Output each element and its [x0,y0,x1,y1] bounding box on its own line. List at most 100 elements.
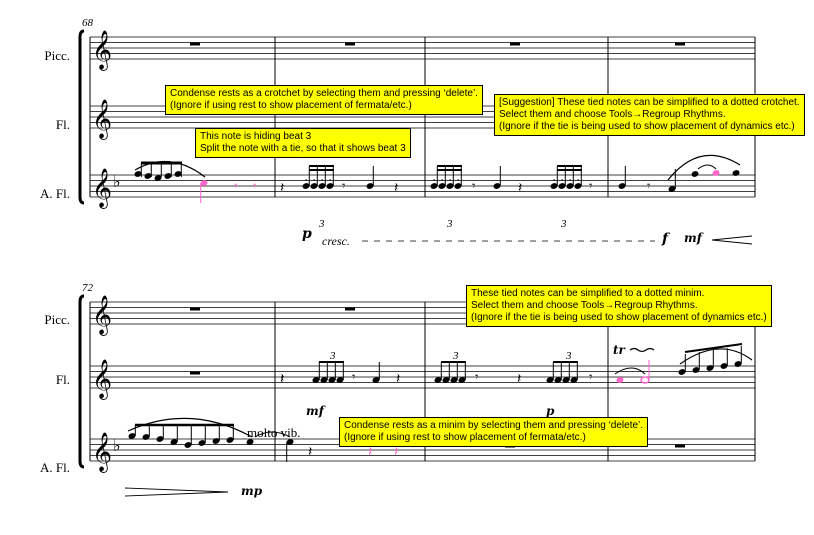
notehead[interactable] [692,366,701,374]
notehead[interactable] [691,170,700,178]
notehead[interactable] [200,179,209,187]
annotation-line: (Ignore if using rest to show placement … [170,100,412,111]
notes[interactable]: 𝄾𝄾𝄽𝄾𝄽𝄾𝄽𝄾𝄾𝄽𝄾𝄽𝄽𝄾𝄽𝄾𝄽𝄽𝄽 [124,42,753,497]
notehead[interactable] [454,182,463,190]
notehead[interactable] [336,376,345,384]
notehead[interactable] [558,182,567,190]
notehead[interactable] [434,376,443,384]
crotchet-rest-icon[interactable]: 𝄽 [518,180,522,196]
notehead[interactable] [320,376,329,384]
quaver-rest-icon[interactable]: 𝄾 [342,179,346,194]
notehead[interactable] [302,182,311,190]
quaver-rest-icon[interactable]: 𝄾 [589,370,593,385]
notehead[interactable] [458,376,467,384]
notehead[interactable] [164,172,173,180]
notehead[interactable] [144,172,153,180]
notehead[interactable] [566,182,575,190]
annotation-condense-crotchet[interactable]: Condense rests as a crotchet by selectin… [165,85,483,115]
notehead[interactable] [734,360,743,368]
crotchet-rest-icon[interactable]: 𝄽 [394,180,398,196]
notehead[interactable] [678,368,687,376]
notehead[interactable] [154,174,163,182]
notehead[interactable] [198,439,207,447]
notehead[interactable] [226,436,235,444]
annotation-line: Select them and choose Tools→Regroup Rhy… [499,109,726,120]
notehead[interactable] [372,376,381,384]
quaver-rest-icon[interactable]: 𝄾 [472,179,476,194]
notehead[interactable] [706,364,715,372]
notehead[interactable] [618,182,627,190]
diminuendo-hairpin [711,235,753,245]
cresc-text: cresc. [322,234,350,248]
system-bracket [78,29,85,205]
notehead[interactable] [156,435,165,443]
notehead[interactable] [450,376,459,384]
quaver-rest-icon[interactable]: 𝄾 [475,370,479,385]
notehead[interactable] [142,433,151,441]
crotchet-rest-icon[interactable]: 𝄽 [308,444,312,460]
notehead[interactable] [570,376,579,384]
whole-rest [675,444,685,448]
crotchet-rest-icon[interactable]: 𝄽 [280,180,284,196]
notehead[interactable] [438,182,447,190]
notehead[interactable] [493,182,502,190]
notehead[interactable] [720,362,729,370]
notehead[interactable] [212,437,221,445]
treble-clef-icon: 𝄞 [92,432,112,473]
dynamic-mf-1: mf [684,231,702,245]
notehead[interactable] [286,438,295,446]
whole-rest [345,307,355,311]
notehead[interactable] [312,376,321,384]
whole-rest [190,371,200,375]
quaver-rest-icon[interactable]: 𝄾 [253,179,257,194]
notehead[interactable] [170,438,179,446]
notehead[interactable] [430,182,439,190]
notehead[interactable] [326,182,335,190]
notehead[interactable] [174,170,183,178]
notehead[interactable] [616,376,625,384]
notehead[interactable] [554,376,563,384]
notehead[interactable] [732,169,741,177]
quaver-rest-icon[interactable]: 𝄾 [234,179,238,194]
notehead[interactable] [562,376,571,384]
quaver-rest-icon[interactable]: 𝄾 [647,179,651,194]
tuplet-3: 3 [453,350,459,362]
annotation-tied-crotchet[interactable]: [Suggestion] These tied notes can be sim… [494,94,805,136]
notehead[interactable] [574,182,583,190]
annotation-hiding-beat[interactable]: This note is hiding beat 3 Split the not… [195,128,411,158]
notehead[interactable] [442,376,451,384]
crotchet-rest-icon[interactable]: 𝄽 [280,371,284,387]
whole-rest [190,42,200,46]
trill-mark: tr [613,343,625,357]
notehead[interactable] [328,376,337,384]
notehead[interactable] [318,182,327,190]
crotchet-rest-icon[interactable]: 𝄽 [396,371,400,387]
staccato [577,179,579,181]
crescendo-hairpin [124,487,229,497]
notehead[interactable] [712,169,721,177]
crotchet-rest-icon[interactable]: 𝄽 [517,371,521,387]
treble-clef-icon: 𝄞 [92,30,112,71]
notehead[interactable] [446,182,455,190]
annotation-tied-minim[interactable]: These tied notes can be simplified to a … [466,285,772,327]
instrument-label-fl-2: Fl. [55,372,70,387]
clefs: 𝄞𝄞𝄞𝄞𝄞𝄞♭♭ [92,30,121,473]
notehead[interactable] [134,170,143,178]
notehead[interactable] [550,182,559,190]
quaver-rest-icon[interactable]: 𝄾 [352,370,356,385]
crotchet-rest-icon[interactable]: 𝄽 [280,371,284,387]
quaver-rest-icon[interactable]: 𝄾 [589,179,593,194]
notehead[interactable] [246,438,255,446]
annotation-line: Select them and choose Tools→Regroup Rhy… [471,300,698,311]
annotation-line: (Ignore if using rest to show placement … [344,432,586,443]
notehead[interactable] [128,432,137,440]
notehead[interactable] [366,182,375,190]
crotchet-rest-icon[interactable]: 𝄽 [368,444,372,460]
notehead[interactable] [184,441,193,449]
notehead[interactable] [546,376,555,384]
annotation-condense-minim[interactable]: Condense rests as a minim by selecting t… [339,417,649,447]
crotchet-rest-icon[interactable]: 𝄽 [394,444,398,460]
notehead[interactable] [668,185,677,193]
notehead[interactable] [310,182,319,190]
